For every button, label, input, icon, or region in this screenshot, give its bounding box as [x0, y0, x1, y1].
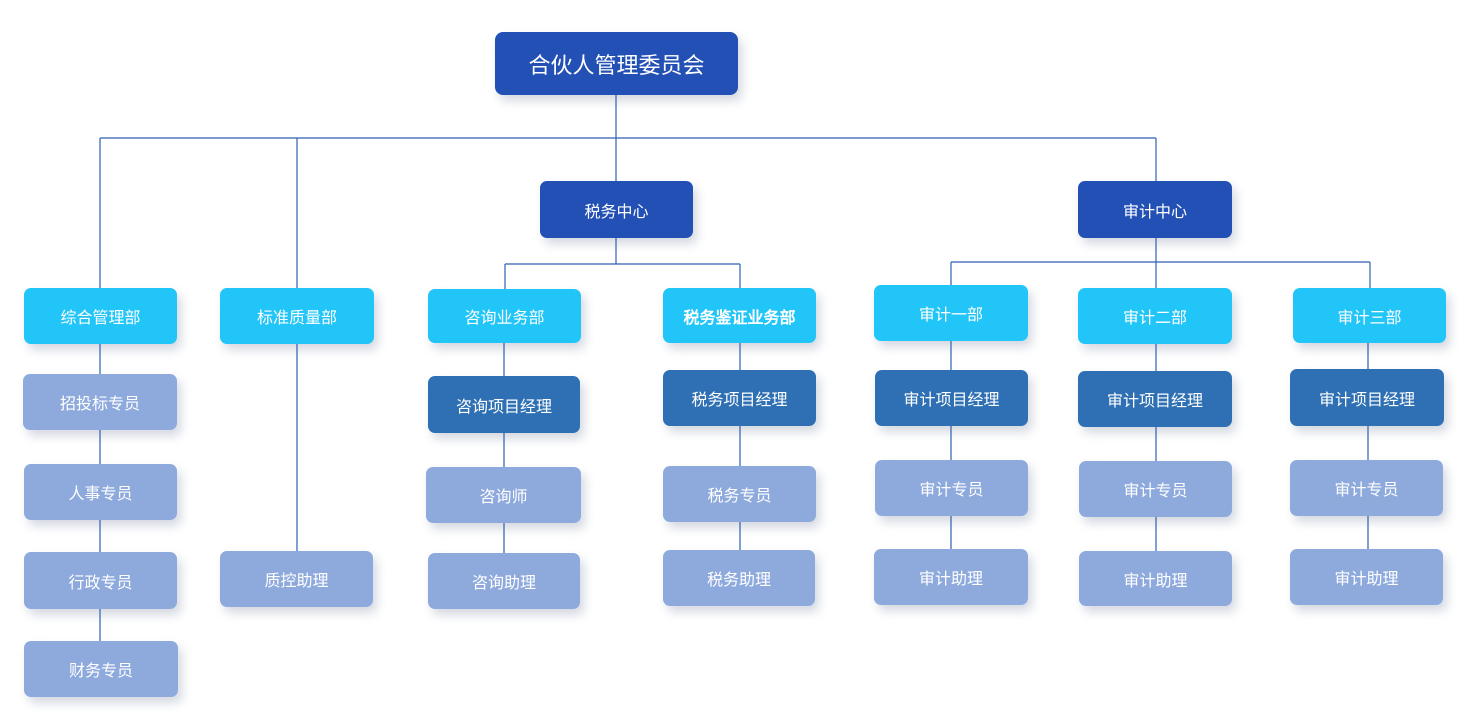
general-staff-node: 人事专员 [24, 464, 177, 520]
quality-staff-node: 质控助理 [220, 551, 373, 607]
consulting-staff-node: 咨询助理 [428, 553, 580, 609]
audit1-manager-node: 审计项目经理 [875, 370, 1028, 426]
root-node: 合伙人管理委员会 [495, 32, 738, 95]
quality-dept-node: 标准质量部 [220, 288, 374, 344]
audit1-dept-node: 审计一部 [874, 285, 1028, 341]
tax-verify-dept-node: 税务鉴证业务部 [663, 288, 816, 343]
audit2-staff-node: 审计助理 [1079, 551, 1232, 606]
tax-verify-staff-node: 税务助理 [663, 550, 815, 606]
audit-center-node: 审计中心 [1078, 181, 1232, 238]
general-staff-node: 招投标专员 [23, 374, 177, 430]
audit3-manager-node: 审计项目经理 [1290, 369, 1444, 426]
audit3-staff-node: 审计专员 [1290, 460, 1443, 516]
audit2-manager-node: 审计项目经理 [1078, 371, 1232, 427]
general-dept-node: 综合管理部 [24, 288, 177, 344]
audit2-staff-node: 审计专员 [1079, 461, 1232, 517]
audit1-staff-node: 审计专员 [875, 460, 1028, 516]
audit1-staff-node: 审计助理 [874, 549, 1028, 605]
general-staff-node: 财务专员 [24, 641, 178, 697]
tax-verify-manager-node: 税务项目经理 [663, 370, 816, 426]
consulting-staff-node: 咨询师 [426, 467, 581, 523]
audit3-dept-node: 审计三部 [1293, 288, 1446, 343]
consulting-manager-node: 咨询项目经理 [428, 376, 580, 433]
tax-center-node: 税务中心 [540, 181, 693, 238]
audit2-dept-node: 审计二部 [1078, 288, 1232, 344]
general-staff-node: 行政专员 [24, 552, 177, 609]
tax-verify-staff-node: 税务专员 [663, 466, 816, 522]
consulting-dept-node: 咨询业务部 [428, 289, 581, 343]
audit3-staff-node: 审计助理 [1290, 549, 1443, 605]
